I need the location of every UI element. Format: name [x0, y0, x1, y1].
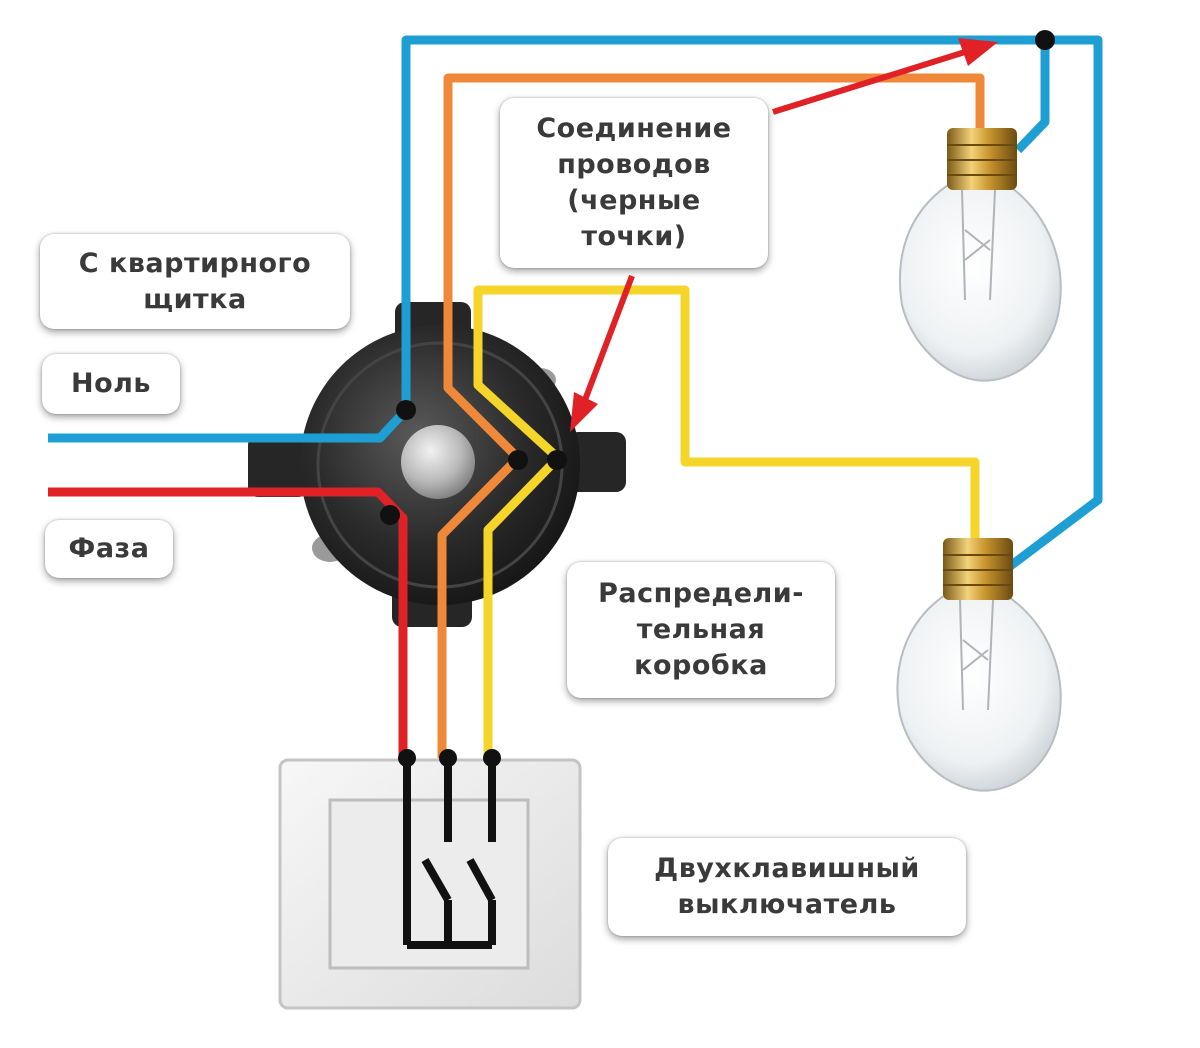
- light-bulb-icon: [899, 128, 1062, 382]
- light-bulb-icon: [896, 538, 1062, 792]
- double-switch-icon: [278, 749, 582, 1010]
- label-from-panel: С квартирного щитка: [40, 234, 350, 329]
- label-double-switch: Двухклавишный выключатель: [608, 838, 966, 936]
- neutral-wire: [48, 35, 1103, 574]
- arrow-icon: [772, 38, 998, 115]
- neutral-wire-top-lamp: [1014, 40, 1050, 154]
- arrow-icon: [570, 274, 635, 432]
- phase-wire: [48, 487, 408, 758]
- junction-dots: [380, 30, 1055, 525]
- label-distribution-box: Распредели- тельная коробка: [567, 562, 835, 698]
- orange-wire: [437, 73, 985, 758]
- junction-box-icon: [248, 302, 626, 627]
- label-phase: Фаза: [45, 520, 173, 578]
- label-neutral: Ноль: [42, 354, 180, 414]
- label-wire-connection: Соединение проводов (черные точки): [500, 98, 768, 268]
- yellow-wire: [473, 285, 980, 758]
